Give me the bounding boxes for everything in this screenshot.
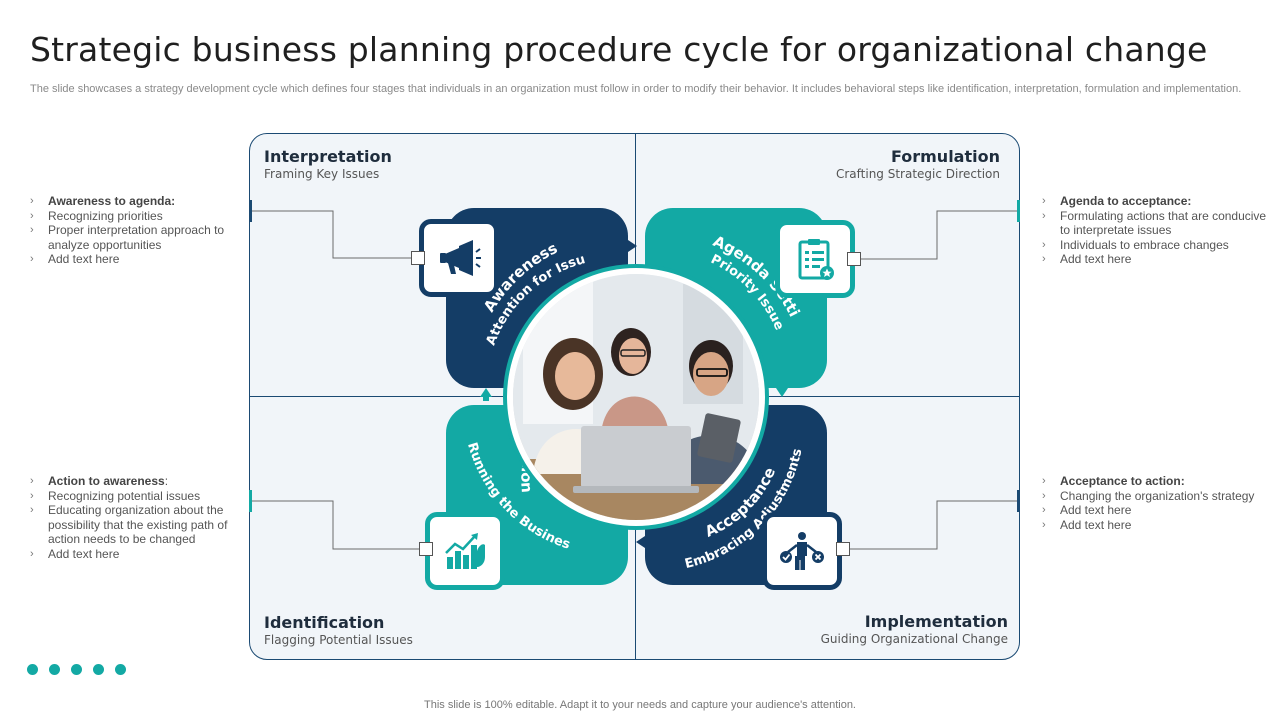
bullet-item: Individuals to embrace changes [1060,237,1229,252]
chevron-right-icon: › [1042,489,1046,502]
slide-subtitle: The slide showcases a strategy developme… [30,83,1242,95]
clipboard-icon-box [775,220,855,298]
team-photo [513,274,759,520]
connector-node [847,252,861,266]
chevron-right-icon: › [30,489,34,502]
team-photo-illustration [513,274,759,520]
chevron-right-icon: › [1042,209,1046,222]
bullet-item: Changing the organization's strategy [1060,488,1255,503]
bullet-list-acceptance-to-action: › Acceptance to action: › Changing the org… [1042,474,1277,532]
quadrant-label-formulation: Formulation Crafting Strategic Direction [800,147,1000,181]
quadrant-title: Formulation [890,147,1000,166]
bullet-list-awareness-to-agenda: › Awareness to agenda: › Recognizing prior… [30,194,245,267]
quadrant-label-interpretation: Interpretation Framing Key Issues [264,147,392,181]
quadrant-title: Identification [264,613,385,632]
balance-icon-box [762,512,842,590]
chevron-right-icon: › [30,224,34,236]
growth-chart-icon [445,533,485,569]
slide-footer-note: This slide is 100% editable. Adapt it to… [424,699,856,711]
bullet-heading: Acceptance to action: [1060,474,1185,488]
chevron-right-icon: › [1042,238,1046,251]
bullet-heading: Action to awareness [48,474,165,488]
bullet-list-action-to-awareness: › Action to awareness: › Recognizing poten… [30,474,245,561]
bullet-item: Recognizing priorities [48,208,163,223]
quadrant-label-identification: Identification Flagging Potential Issues [264,613,413,647]
pager-dot [49,664,60,675]
bullet-item: Add text here [1060,252,1132,266]
quadrant-subtitle: Flagging Potential Issues [264,633,413,647]
bullet-heading: Agenda to acceptance: [1060,194,1192,208]
pager-dot [27,664,38,675]
chevron-right-icon: › [1042,504,1046,516]
bullet-item: Educating organization about the possibi… [48,503,228,546]
balance-decision-icon [780,532,824,570]
pager-dot [93,664,104,675]
bullet-item: Add text here [48,546,120,561]
quadrant-label-implementation: Implementation Guiding Organizational Ch… [780,612,1008,646]
slide-pager-dots [27,664,126,675]
bullet-item: Add text here [1060,517,1132,532]
bullet-item: Proper interpretation approach to analyz… [48,223,225,252]
connector-node [836,542,850,556]
quadrant-title: Implementation [864,612,1008,631]
megaphone-icon [440,240,481,276]
chevron-right-icon: › [1042,195,1046,207]
quadrant-subtitle: Crafting Strategic Direction [835,167,1000,181]
quadrant-subtitle: Guiding Organizational Change [820,632,1008,646]
chevron-right-icon: › [30,209,34,222]
bullet-item: Add text here [48,252,120,266]
bullet-item: Add text here [1060,503,1132,517]
chevron-right-icon: › [30,504,34,516]
chevron-right-icon: › [30,475,34,487]
bullet-item: Recognizing potential issues [48,488,201,503]
pager-dot [71,664,82,675]
quadrant-subtitle: Framing Key Issues [264,167,380,181]
clipboard-checklist-icon [798,239,834,280]
pager-dot [115,664,126,675]
chevron-right-icon: › [1042,475,1046,487]
connector-node [411,251,425,265]
center-photo-ring [507,268,765,526]
connector-node [419,542,433,556]
bullet-list-agenda-to-acceptance: › Agenda to acceptance: › Formulating acti… [1042,194,1267,267]
slide-title: Strategic business planning procedure cy… [30,30,1208,69]
chevron-right-icon: › [30,253,34,265]
chevron-right-icon: › [1042,253,1046,265]
growth-chart-icon-box [425,512,505,590]
bullet-heading: Awareness to agenda: [48,194,176,208]
bullet-heading-colon: : [164,474,169,488]
quadrant-title: Interpretation [264,147,392,166]
bullet-item: Formulating actions that are conducive t… [1060,208,1267,238]
chevron-right-icon: › [1042,518,1046,531]
chevron-right-icon: › [30,547,34,560]
chevron-right-icon: › [30,195,34,207]
megaphone-icon-box [419,219,499,297]
